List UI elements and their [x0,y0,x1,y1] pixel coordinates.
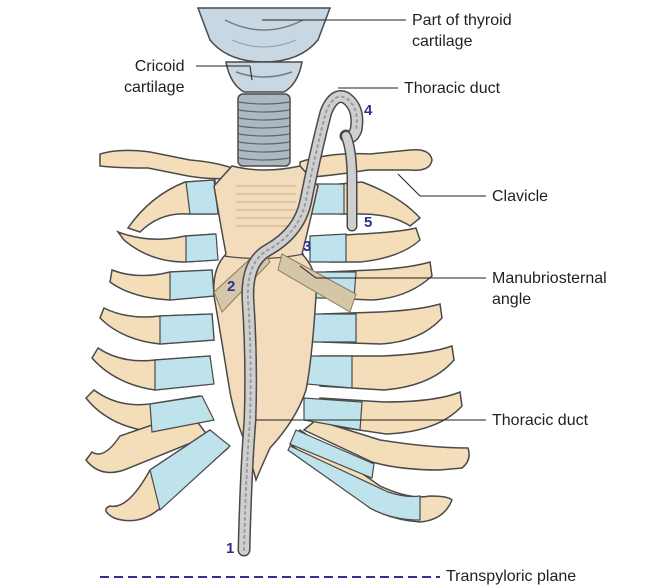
number-1: 1 [226,540,234,557]
label-manubriosternal-angle: Manubriosternal angle [492,268,607,310]
number-5: 5 [364,214,372,231]
number-2: 2 [227,278,235,295]
left-costal-cartilages [150,180,230,510]
label-cricoid-cartilage: Cricoid cartilage [124,56,184,98]
thyroid-cartilage [198,8,330,62]
label-thyroid-cartilage: Part of thyroid cartilage [412,10,512,52]
left-clavicle [100,150,232,178]
trachea [238,94,290,166]
label-thoracic-duct-mid: Thoracic duct [492,410,588,431]
label-transpyloric-plane: Transpyloric plane [446,566,576,587]
number-4: 4 [364,102,372,119]
number-3: 3 [303,238,311,255]
label-thoracic-duct-top: Thoracic duct [404,78,500,99]
label-clavicle: Clavicle [492,186,548,207]
